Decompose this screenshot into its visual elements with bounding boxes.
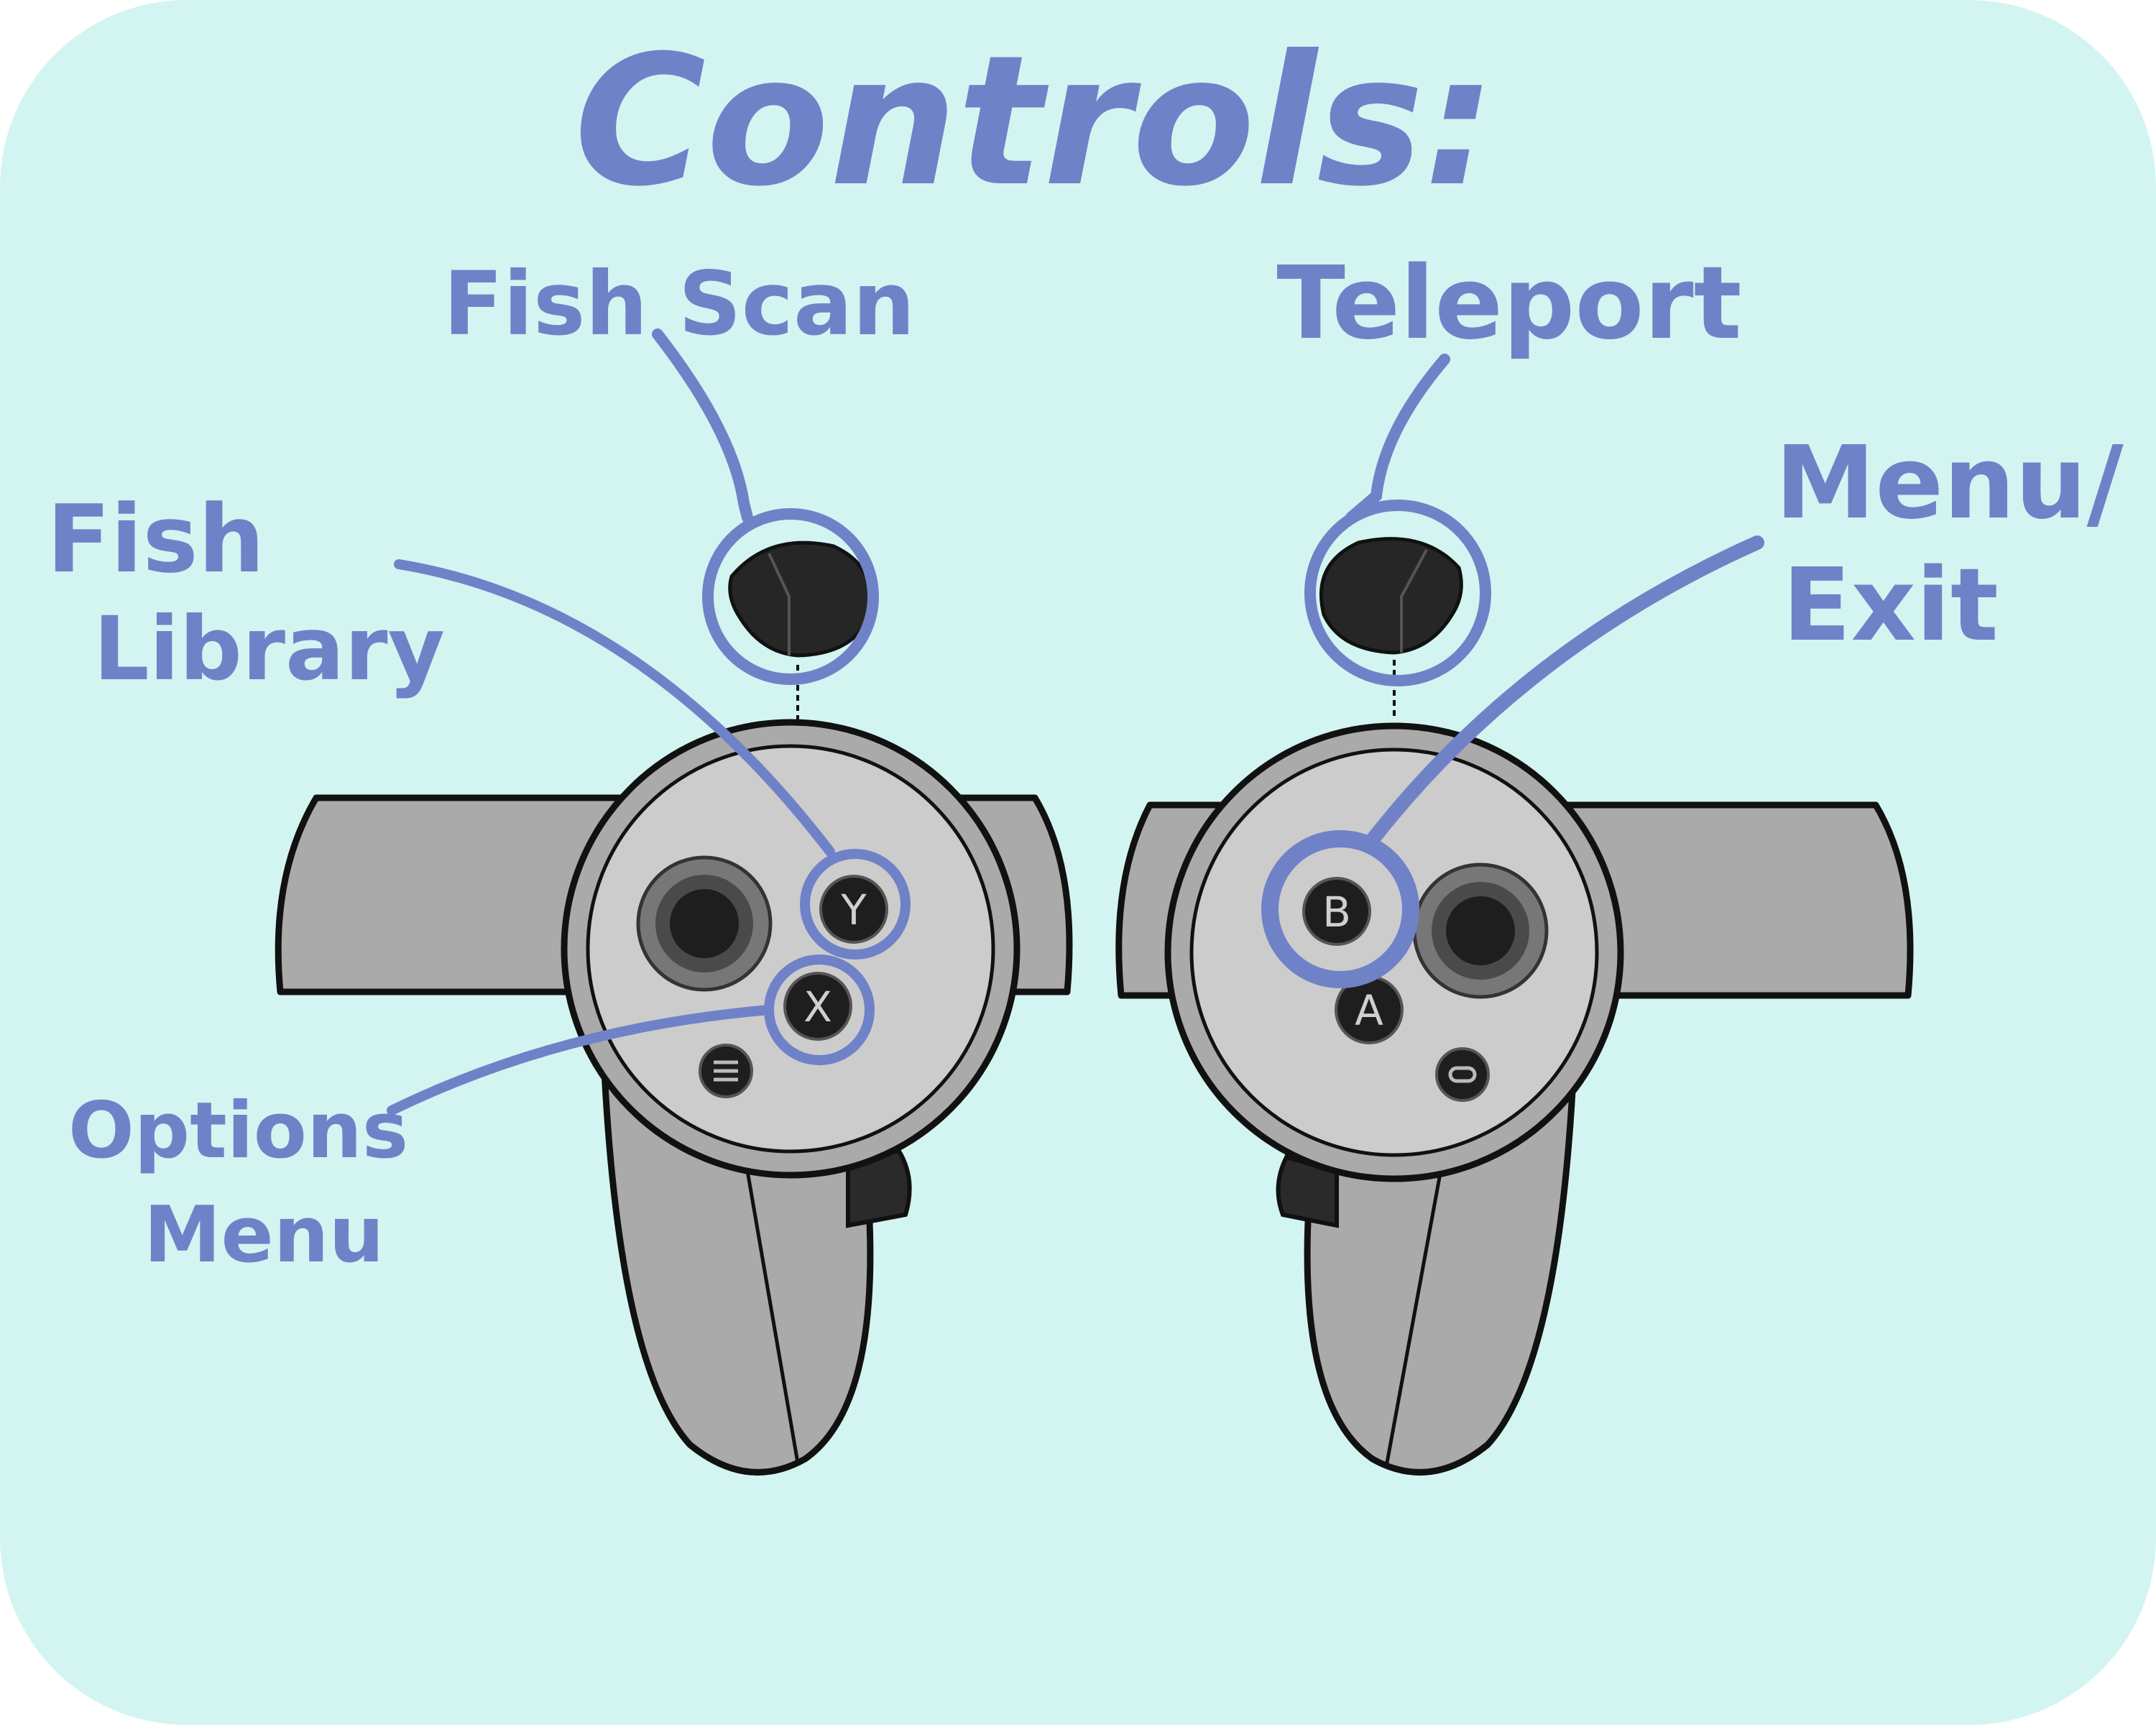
left-index-trigger[interactable] [728,540,872,658]
teleport-pointer [1345,354,1450,523]
fish-library-pointer [394,559,835,857]
y-button-label: Y [840,886,867,934]
b-button[interactable] [1302,877,1371,946]
menu-exit-highlight [1261,830,1419,988]
menu-exit-label-line1: Menu/ [1775,425,2124,542]
a-button-label: A [1355,986,1383,1035]
options-menu-label-line1: Options [68,1086,408,1176]
left-grip-trigger [846,1147,912,1228]
oculus-icon [1448,1066,1477,1083]
fish-scan-label: Fish Scan [443,253,915,355]
menu-exit-pointer [1365,535,1764,847]
annotations [387,328,1764,1116]
page-title: Controls: [574,17,1496,226]
options-menu-pointer [387,1005,774,1116]
oculus-home-button[interactable] [1435,1047,1490,1102]
x-button[interactable] [783,972,852,1041]
menu-exit-label-line2: Exit [1782,547,1999,664]
fish-library-label-line1: Fish [47,484,264,594]
right-index-trigger[interactable] [1319,537,1463,655]
b-button-label: B [1322,888,1351,937]
fish-scan-highlight [702,508,879,685]
right-thumbstick[interactable] [1446,896,1515,965]
hamburger-icon [714,1060,738,1082]
right-trigger-edge [1400,549,1428,653]
y-button[interactable] [819,875,888,944]
teleport-label: Teleport [1276,245,1741,362]
right-grip-trigger [1276,1154,1339,1228]
fish-scan-pointer [652,328,753,523]
left-face [586,744,995,1154]
right-grip-seam [1385,1149,1447,1463]
left-grip-seam [742,1149,800,1463]
left-thumbstick[interactable] [670,889,739,958]
options-menu-label-line2: Menu [144,1190,384,1280]
left-controller: Y X [275,540,1073,1476]
fish-library-label-line2: Library [93,598,445,700]
fish-library-highlight [800,849,911,960]
x-button-label: X [803,983,832,1031]
left-trigger-edge [768,553,791,656]
teleport-highlight [1304,500,1491,686]
